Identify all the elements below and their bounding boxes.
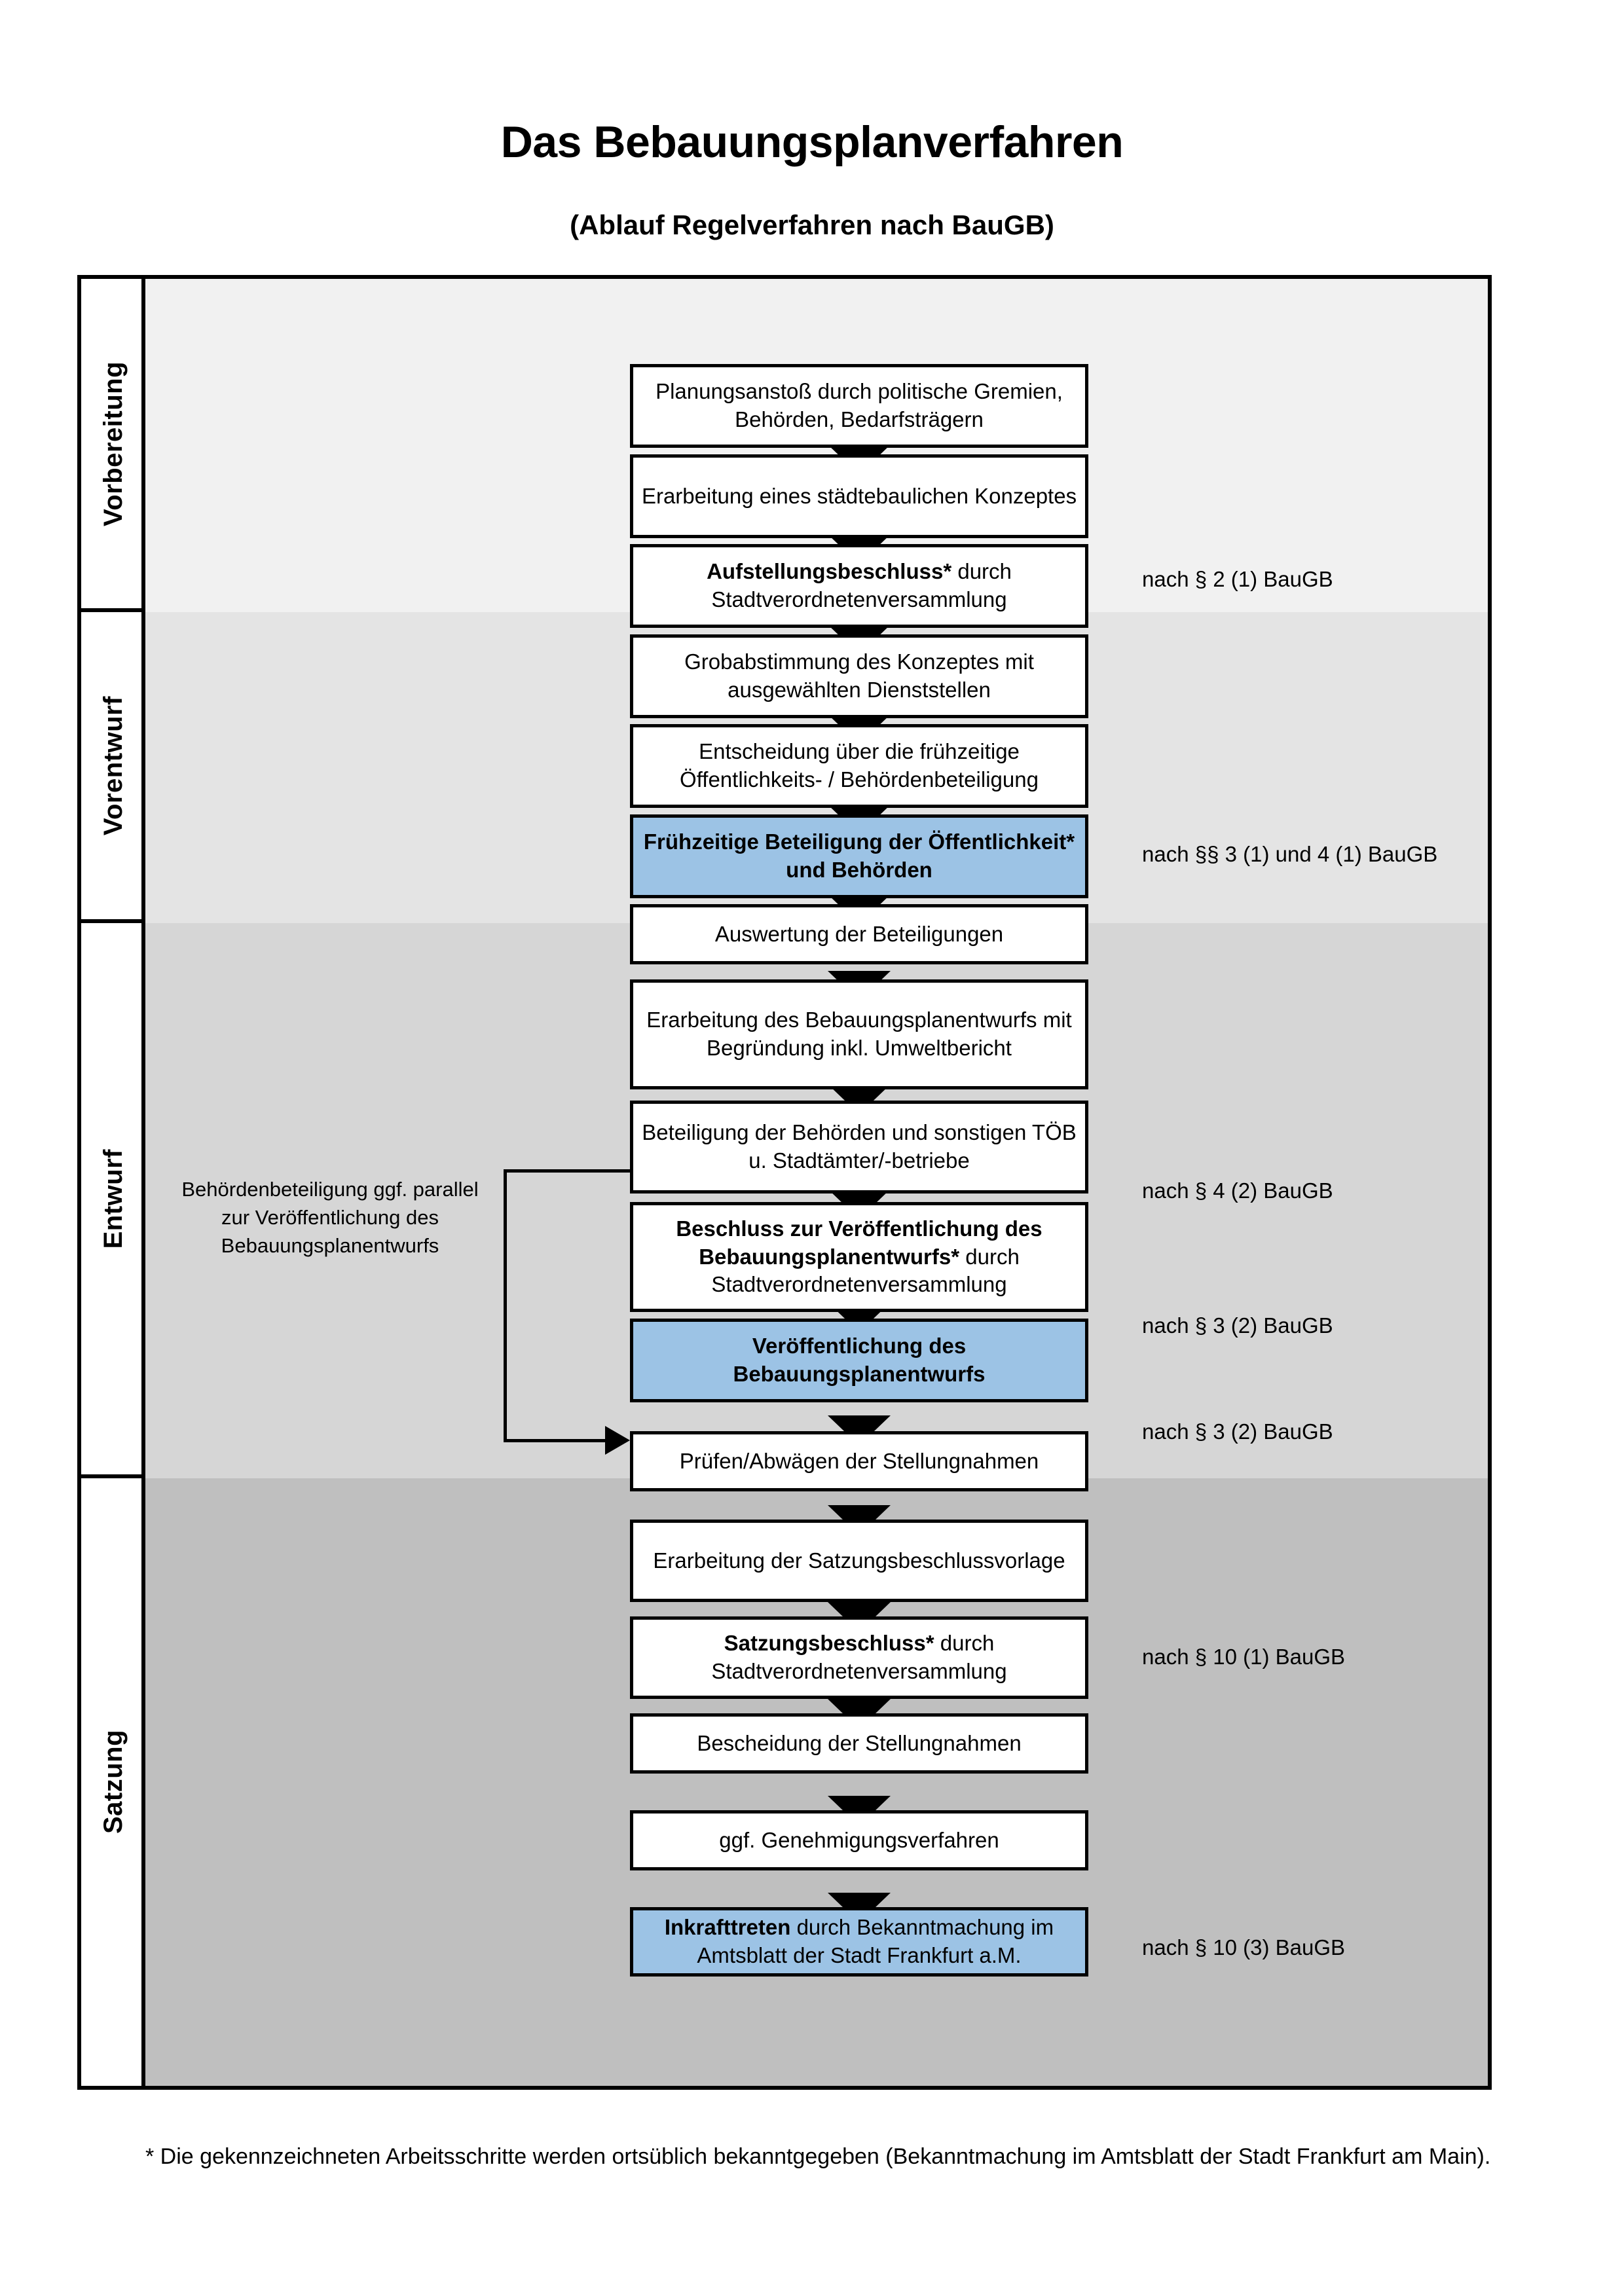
step-text: Veröffentlichung des Bebauungsplanentwur… xyxy=(733,1334,986,1386)
phase-label-vorbereitung: Vorbereitung xyxy=(81,279,145,612)
legal-ref-par10-1: nach § 10 (1) BauGB xyxy=(1142,1645,1345,1669)
step-box-fruehzeitige-beteiligung[interactable]: Frühzeitige Beteiligung der Öffentlichke… xyxy=(630,814,1088,898)
step-text-rest: durch Bekanntmachung im Amtsblatt der St… xyxy=(697,1915,1054,1967)
page-subtitle: (Ablauf Regelverfahren nach BauGB) xyxy=(570,210,1054,240)
legal-ref-text: nach § 10 (3) BauGB xyxy=(1142,1935,1346,1959)
legal-ref-par3-2-b: nach § 3 (2) BauGB xyxy=(1142,1419,1333,1444)
step-text: Bescheidung der Stellungnahmen xyxy=(697,1730,1022,1755)
step-box-aufstellungsbeschluss[interactable]: Aufstellungsbeschluss* durch Stadtverord… xyxy=(630,544,1088,628)
step-text: Erarbeitung eines städtebaulichen Konzep… xyxy=(641,483,1077,508)
phase-label-text: Satzung xyxy=(98,1730,128,1834)
step-box-erarbeitung-entwurf[interactable]: Erarbeitung des Bebauungsplanentwurfs mi… xyxy=(630,979,1088,1089)
step-text-rest: durch Stadtverordnetenversammlung xyxy=(711,1631,1007,1683)
legal-ref-par10-3: nach § 10 (3) BauGB xyxy=(1142,1935,1345,1960)
parallel-connector-arrowhead-icon xyxy=(605,1426,630,1455)
step-text-rest: durch Stadtverordnetenversammlung xyxy=(711,559,1012,611)
step-text: Erarbeitung der Satzungsbeschlussvorlage xyxy=(653,1548,1065,1573)
step-text: Beschluss zur Veröffentlichung des Bebau… xyxy=(640,1215,1079,1300)
phase-label-text: Entwurf xyxy=(98,1148,128,1249)
step-box-entscheidung[interactable]: Entscheidung über die frühzeitige Öffent… xyxy=(630,724,1088,808)
legal-ref-text: nach § 2 (1) BauGB xyxy=(1142,567,1333,591)
diagram-frame: Vorbereitung Vorentwurf Entwurf Satzung xyxy=(77,275,1492,2090)
step-box-konzept[interactable]: Erarbeitung eines städtebaulichen Konzep… xyxy=(630,454,1088,538)
step-text: ggf. Genehmigungsverfahren xyxy=(719,1827,999,1852)
step-box-pruefen-abwaegen[interactable]: Prüfen/Abwägen der Stellungnahmen xyxy=(630,1431,1088,1491)
step-text: Inkrafttreten durch Bekanntmachung im Am… xyxy=(640,1914,1079,1970)
legal-ref-par2-1: nach § 2 (1) BauGB xyxy=(1142,567,1333,592)
sidenote-parallel-beteiligung: Behördenbeteiligung ggf. parallel zur Ve… xyxy=(166,1176,494,1260)
step-text: Beteiligung der Behörden und sonstigen T… xyxy=(642,1120,1077,1173)
legal-ref-text: nach § 3 (2) BauGB xyxy=(1142,1419,1333,1444)
legal-ref-par3-1-4-1: nach §§ 3 (1) und 4 (1) BauGB xyxy=(1142,842,1437,867)
page-title: Das Bebauungsplanverfahren xyxy=(500,117,1124,167)
legal-ref-text: nach § 10 (1) BauGB xyxy=(1142,1645,1346,1669)
sidenote-text: Behördenbeteiligung ggf. parallel zur Ve… xyxy=(181,1178,479,1257)
step-box-inkrafttreten[interactable]: Inkrafttreten durch Bekanntmachung im Am… xyxy=(630,1907,1088,1977)
step-text: Aufstellungsbeschluss* durch Stadtverord… xyxy=(640,558,1079,614)
phase-label-column: Vorbereitung Vorentwurf Entwurf Satzung xyxy=(81,279,145,2086)
phase-label-text: Vorentwurf xyxy=(98,695,128,836)
step-text: Grobabstimmung des Konzeptes mit ausgewä… xyxy=(684,649,1034,702)
step-box-bescheidung[interactable]: Bescheidung der Stellungnahmen xyxy=(630,1713,1088,1774)
step-box-planungsanstoss[interactable]: Planungsanstoß durch politische Gremien,… xyxy=(630,364,1088,448)
step-text: Planungsanstoß durch politische Gremien,… xyxy=(655,379,1063,431)
step-box-satzungsbeschluss[interactable]: Satzungsbeschluss* durch Stadtverordnete… xyxy=(630,1616,1088,1699)
footnote: * Die gekennzeichneten Arbeitsschritte w… xyxy=(145,2144,1491,2169)
phase-label-text: Vorbereitung xyxy=(98,361,128,526)
legal-ref-par3-2-a: nach § 3 (2) BauGB xyxy=(1142,1313,1333,1338)
step-box-veroeffentlichung[interactable]: Veröffentlichung des Bebauungsplanentwur… xyxy=(630,1319,1088,1402)
step-box-beschluss-veroeffentlichung[interactable]: Beschluss zur Veröffentlichung des Bebau… xyxy=(630,1202,1088,1312)
step-text-bold: Beschluss zur Veröffentlichung des Bebau… xyxy=(676,1216,1043,1269)
parallel-connector-top xyxy=(504,1169,632,1173)
step-text-bold: Satzungsbeschluss* xyxy=(724,1631,934,1656)
parallel-connector-bottom xyxy=(504,1439,608,1442)
legal-ref-text: nach §§ 3 (1) und 4 (1) BauGB xyxy=(1142,842,1438,866)
step-box-auswertung[interactable]: Auswertung der Beteiligungen xyxy=(630,904,1088,964)
legal-ref-text: nach § 3 (2) BauGB xyxy=(1142,1313,1333,1338)
step-text: Erarbeitung des Bebauungsplanentwurfs mi… xyxy=(646,1008,1072,1060)
legal-ref-text: nach § 4 (2) BauGB xyxy=(1142,1178,1333,1203)
step-text: Satzungsbeschluss* durch Stadtverordnete… xyxy=(640,1630,1079,1686)
step-text: Frühzeitige Beteiligung der Öffentlichke… xyxy=(643,829,1075,882)
step-box-genehmigungsverfahren[interactable]: ggf. Genehmigungsverfahren xyxy=(630,1810,1088,1870)
step-text-bold: Aufstellungsbeschluss* xyxy=(707,559,952,584)
phase-label-satzung: Satzung xyxy=(81,1478,145,2086)
phase-label-entwurf: Entwurf xyxy=(81,923,145,1478)
step-text: Prüfen/Abwägen der Stellungnahmen xyxy=(679,1448,1039,1473)
step-text-rest: durch Stadtverordnetenversammlung xyxy=(711,1244,1020,1297)
legal-ref-par4-2: nach § 4 (2) BauGB xyxy=(1142,1178,1333,1203)
step-box-beteiligung-behoerden[interactable]: Beteiligung der Behörden und sonstigen T… xyxy=(630,1101,1088,1194)
phase-label-vorentwurf: Vorentwurf xyxy=(81,612,145,923)
step-text: Auswertung der Beteiligungen xyxy=(714,921,1004,946)
step-box-grobabstimmung[interactable]: Grobabstimmung des Konzeptes mit ausgewä… xyxy=(630,634,1088,718)
step-box-satzungsbeschlussvorlage[interactable]: Erarbeitung der Satzungsbeschlussvorlage xyxy=(630,1520,1088,1602)
parallel-connector-side xyxy=(504,1169,507,1442)
step-text-bold: Inkrafttreten xyxy=(664,1915,791,1940)
step-text: Entscheidung über die frühzeitige Öffent… xyxy=(680,739,1039,792)
